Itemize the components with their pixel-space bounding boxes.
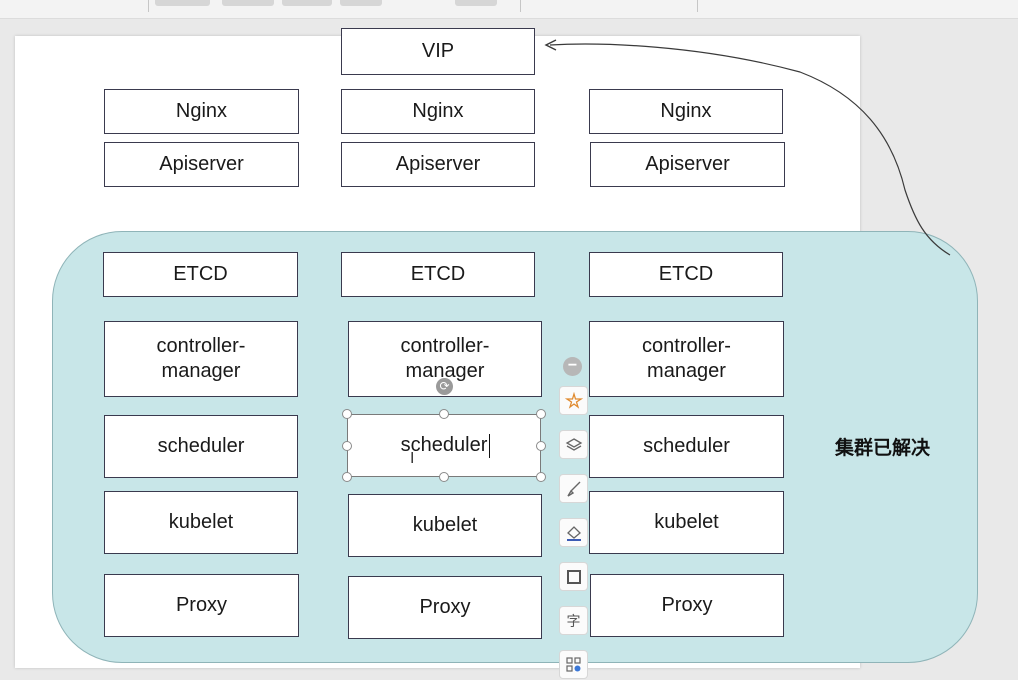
apiserver-box[interactable]: Apiserver xyxy=(104,142,299,187)
nginx-box[interactable]: Nginx xyxy=(589,89,783,134)
layers-icon[interactable] xyxy=(559,430,588,459)
proxy-label: Proxy xyxy=(175,594,228,616)
fill-icon[interactable] xyxy=(559,518,588,547)
scheduler-label: scheduler xyxy=(400,434,488,456)
resize-handle-bottom-right[interactable] xyxy=(536,472,546,482)
proxy-label: Proxy xyxy=(661,594,713,616)
controller-manager-label: controller-manager xyxy=(400,335,490,382)
toolbar-segment[interactable] xyxy=(222,0,274,6)
proxy-box[interactable]: Proxy xyxy=(590,574,784,637)
toolbar-divider xyxy=(697,0,698,12)
resize-handle-bottom-left[interactable] xyxy=(342,472,352,482)
more-icon[interactable] xyxy=(559,650,588,679)
border-icon[interactable] xyxy=(559,562,588,591)
etcd-box[interactable]: ETCD xyxy=(103,252,298,297)
rotate-handle-icon[interactable]: ⟳ xyxy=(436,378,453,395)
toolbar-segment[interactable] xyxy=(340,0,382,6)
kubelet-box[interactable]: kubelet xyxy=(589,491,784,554)
text-caret xyxy=(489,434,490,458)
ibeam-cursor-icon: I xyxy=(410,449,415,467)
apiserver-label: Apiserver xyxy=(395,153,481,175)
controller-manager-label: controller-manager xyxy=(642,335,731,382)
resize-handle-top[interactable] xyxy=(439,409,449,419)
etcd-label: ETCD xyxy=(173,263,228,285)
resize-handle-right[interactable] xyxy=(536,441,546,451)
toolbar-divider xyxy=(148,0,149,12)
toolbar-divider xyxy=(520,0,521,12)
text-style-icon[interactable]: 字 xyxy=(559,606,588,635)
scheduler-box[interactable]: scheduler xyxy=(589,415,784,478)
proxy-label: Proxy xyxy=(419,596,471,618)
etcd-box[interactable]: ETCD xyxy=(341,252,535,297)
apiserver-box[interactable]: Apiserver xyxy=(341,142,535,187)
apiserver-box[interactable]: Apiserver xyxy=(590,142,785,187)
kubelet-box[interactable]: kubelet xyxy=(104,491,298,554)
etcd-box[interactable]: ETCD xyxy=(589,252,783,297)
toolbar-segment[interactable] xyxy=(282,0,332,6)
nginx-box[interactable]: Nginx xyxy=(104,89,299,134)
controller-manager-label: controller-manager xyxy=(156,335,246,382)
toolbar-segment[interactable] xyxy=(155,0,210,6)
resize-handle-bottom[interactable] xyxy=(439,472,449,482)
etcd-label: ETCD xyxy=(410,263,466,285)
resize-handle-top-left[interactable] xyxy=(342,409,352,419)
scheduler-label: scheduler xyxy=(157,435,245,457)
kubelet-label: kubelet xyxy=(654,511,719,533)
proxy-box[interactable]: Proxy xyxy=(348,576,542,639)
brush-icon[interactable] xyxy=(559,474,588,503)
controller-manager-box[interactable]: controller-manager xyxy=(104,321,298,397)
nginx-label: Nginx xyxy=(660,100,712,122)
collapse-icon[interactable]: − xyxy=(563,357,582,376)
kubelet-box[interactable]: kubelet xyxy=(348,494,542,557)
etcd-label: ETCD xyxy=(658,263,714,285)
scheduler-box[interactable]: scheduler xyxy=(104,415,298,478)
nginx-box[interactable]: Nginx xyxy=(341,89,535,134)
proxy-box[interactable]: Proxy xyxy=(104,574,299,637)
vip-box[interactable]: VIP xyxy=(341,28,535,75)
scheduler-label: scheduler xyxy=(643,435,730,457)
apiserver-label: Apiserver xyxy=(159,153,244,175)
controller-manager-box[interactable]: controller-manager xyxy=(589,321,784,397)
kubelet-label: kubelet xyxy=(168,511,234,533)
nginx-label: Nginx xyxy=(412,100,464,122)
kubelet-label: kubelet xyxy=(412,514,478,536)
nginx-label: Nginx xyxy=(175,100,228,122)
resize-handle-left[interactable] xyxy=(342,441,352,451)
resize-handle-top-right[interactable] xyxy=(536,409,546,419)
animation-icon[interactable] xyxy=(559,386,588,415)
vip-label: VIP xyxy=(421,40,455,62)
cluster-note: 集群已解决 xyxy=(835,437,931,459)
toolbar-segment[interactable] xyxy=(455,0,497,6)
app-toolbar-strip xyxy=(0,0,1018,19)
scheduler-box-selected[interactable]: scheduler xyxy=(347,414,541,477)
apiserver-label: Apiserver xyxy=(645,153,730,175)
controller-manager-box[interactable]: controller-manager xyxy=(348,321,542,397)
